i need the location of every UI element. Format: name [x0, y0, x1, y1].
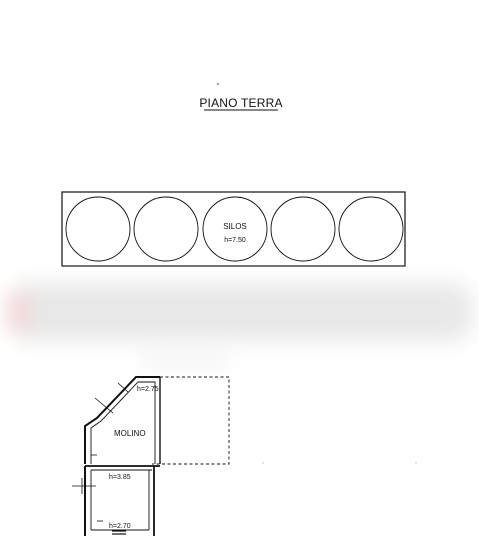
window-mark-upper — [117, 382, 129, 393]
faint-dot-2 — [415, 462, 417, 464]
molino-building — [72, 376, 230, 536]
page-title: PIANO TERRA — [199, 96, 282, 110]
molino-label: MOLINO — [114, 429, 146, 438]
molino-outer-wall — [84, 376, 160, 464]
molino-height-top: h=2.75 — [137, 386, 159, 393]
silos-outline — [61, 191, 406, 267]
silo-circle-5 — [338, 196, 404, 262]
faint-dot — [262, 462, 264, 464]
window-mark-diagonal — [94, 397, 114, 414]
molino-height-mid: h=3.85 — [109, 474, 131, 481]
silo-circle-4 — [270, 196, 336, 262]
silos-label: SILOS — [223, 222, 247, 231]
blurred-band — [6, 283, 472, 365]
molino-height-bottom: h=2.70 — [109, 523, 131, 530]
silo-circle-3 — [202, 196, 268, 262]
silos-circles — [65, 196, 404, 262]
speck-mark — [217, 83, 219, 85]
silo-circle-1 — [65, 196, 131, 262]
molino-inner-wall — [90, 381, 156, 464]
annex-dashed-outline — [152, 376, 230, 465]
silo-circle-2 — [133, 196, 199, 262]
silos-height-label: h=7.50 — [224, 237, 246, 244]
